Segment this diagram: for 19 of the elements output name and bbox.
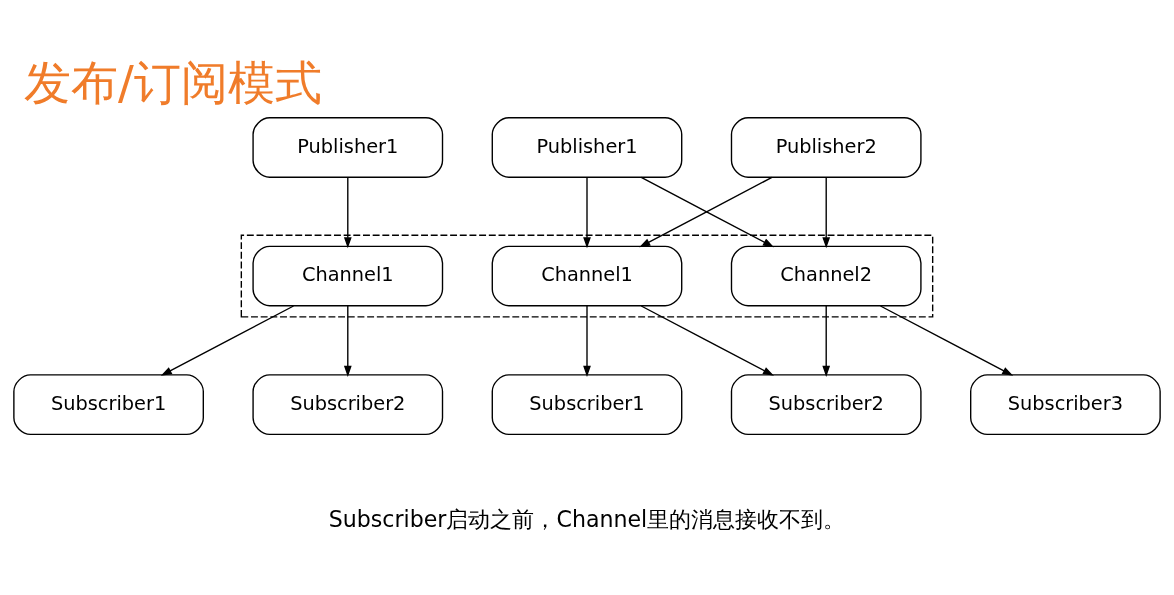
arrow — [583, 305, 591, 377]
node-box: Subscriber1 — [13, 374, 204, 436]
node-box: Subscriber2 — [730, 374, 922, 436]
node-box: Channel1 — [252, 245, 444, 307]
arrow — [343, 305, 352, 377]
node-box: Publisher2 — [730, 117, 922, 178]
node-box: Publisher1 — [252, 117, 444, 178]
node-box: Publisher1 — [491, 117, 683, 178]
node-box: Subscriber3 — [970, 374, 1161, 436]
node-box: Subscriber1 — [491, 374, 683, 436]
node-box: Channel2 — [730, 245, 922, 307]
arrow — [822, 305, 831, 377]
node-box: Channel1 — [491, 245, 683, 307]
arrow — [583, 176, 591, 249]
arrow — [822, 176, 831, 249]
diagram-title: 发布/订阅模式 — [23, 54, 322, 110]
arrow — [343, 176, 352, 249]
caption: Subscriber启动之前，Channel里的消息接收不到。 — [328, 505, 846, 532]
node-box: Subscriber2 — [252, 374, 444, 436]
